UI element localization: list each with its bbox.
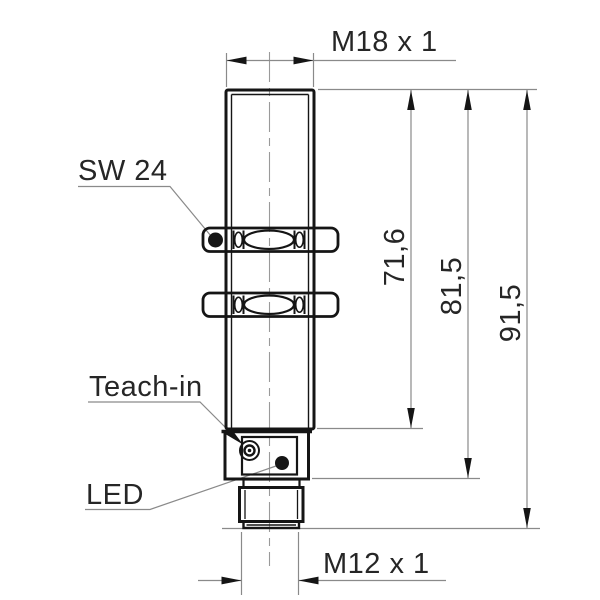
hex-nut-lower bbox=[201, 291, 340, 318]
arrowhead bbox=[464, 458, 472, 478]
sw24-leader-line bbox=[78, 185, 212, 237]
sensor-body bbox=[224, 88, 316, 431]
m12-thread-label: M12 x 1 bbox=[323, 548, 430, 580]
sw24-wrench-label: SW 24 bbox=[78, 155, 168, 187]
m12-dimension bbox=[198, 532, 446, 595]
m12-connector bbox=[238, 478, 305, 530]
hex-nut-upper bbox=[201, 226, 340, 253]
arrowhead-right bbox=[293, 56, 314, 65]
teach-in-label: Teach-in bbox=[89, 371, 203, 403]
arrowhead bbox=[464, 90, 472, 110]
teach-in-leader-line bbox=[88, 401, 234, 436]
arrowhead bbox=[407, 408, 415, 428]
arrowhead bbox=[523, 90, 531, 110]
arrowhead bbox=[407, 90, 415, 110]
right-dimensions bbox=[222, 88, 540, 530]
arrowhead bbox=[298, 576, 319, 585]
connector-housing bbox=[221, 428, 312, 481]
arrowhead-left bbox=[226, 56, 247, 65]
arrowhead bbox=[221, 576, 242, 585]
teach-button bbox=[239, 440, 260, 461]
m18-thread-label: M18 x 1 bbox=[331, 26, 438, 58]
dim-71-6-label: 71,6 bbox=[379, 228, 411, 286]
led-label: LED bbox=[86, 479, 144, 511]
arrowhead bbox=[523, 508, 531, 528]
sw24-marker-dot bbox=[208, 232, 223, 248]
m18-dimension bbox=[225, 53, 456, 87]
led-indicator bbox=[275, 456, 289, 470]
dim-81-5-label: 81,5 bbox=[436, 257, 468, 315]
teach-in-arrowhead bbox=[225, 428, 243, 445]
dim-91-5-label: 91,5 bbox=[495, 284, 527, 342]
